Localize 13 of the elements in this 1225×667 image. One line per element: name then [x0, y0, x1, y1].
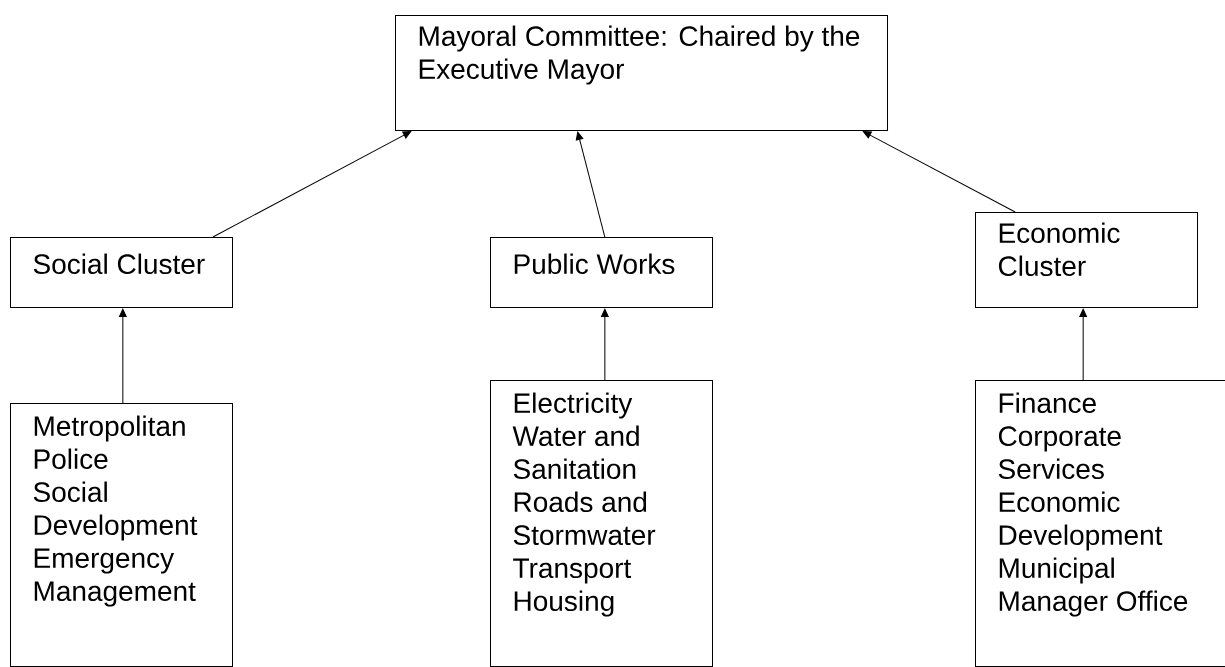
- arrow: [1079, 308, 1087, 381]
- department-list-box: Finance Corporate Services Economic Development Municipal Manager Office: [975, 380, 1225, 667]
- department-list-box: Metropolitan Police Social Development Emergency Management: [10, 403, 233, 667]
- arrow: [601, 308, 609, 381]
- arrow: [119, 308, 127, 404]
- committee-box: Mayoral Committee: Chaired by the Executive Mayor: [395, 15, 888, 131]
- cluster-box: Public Works: [490, 237, 713, 308]
- cluster-box: Social Cluster: [10, 237, 233, 308]
- department-list-box: Electricity Water and Sanitation Roads and Stormwater Transport Housing: [490, 380, 713, 667]
- arrow: [862, 131, 1016, 213]
- arrow: [575, 131, 606, 238]
- cluster-box: Economic Cluster: [975, 212, 1198, 308]
- arrow: [212, 131, 412, 238]
